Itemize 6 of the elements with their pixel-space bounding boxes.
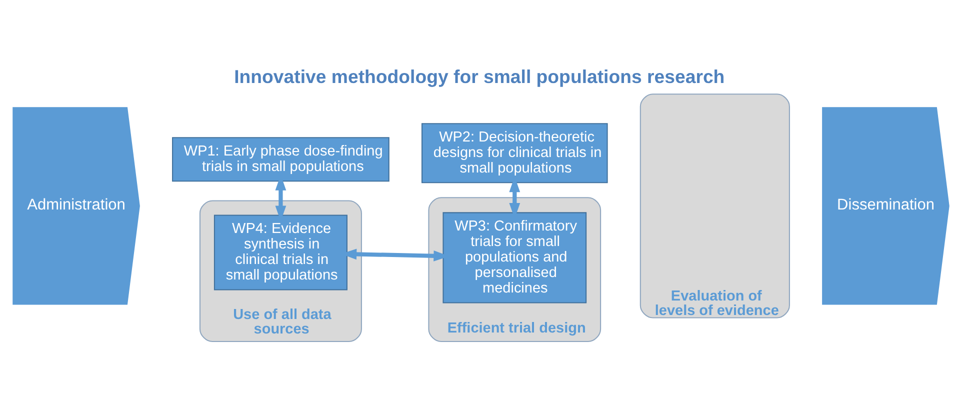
node-box: WP1: Early phase dose-finding trials in small populations xyxy=(172,136,389,182)
node-box: WP3: Confirmatory trials for small populations and personalised medicines xyxy=(442,212,586,303)
node-box: Evaluation of levels of evidence xyxy=(639,93,790,318)
diagram-title: Innovative methodology for small populations research xyxy=(234,66,724,87)
node-box: WP4: Evidence synthesis in clinical trials in small populations xyxy=(213,214,347,290)
node-box: WP2: Decision-theoretic designs for clinical trials in small populations xyxy=(420,122,608,183)
